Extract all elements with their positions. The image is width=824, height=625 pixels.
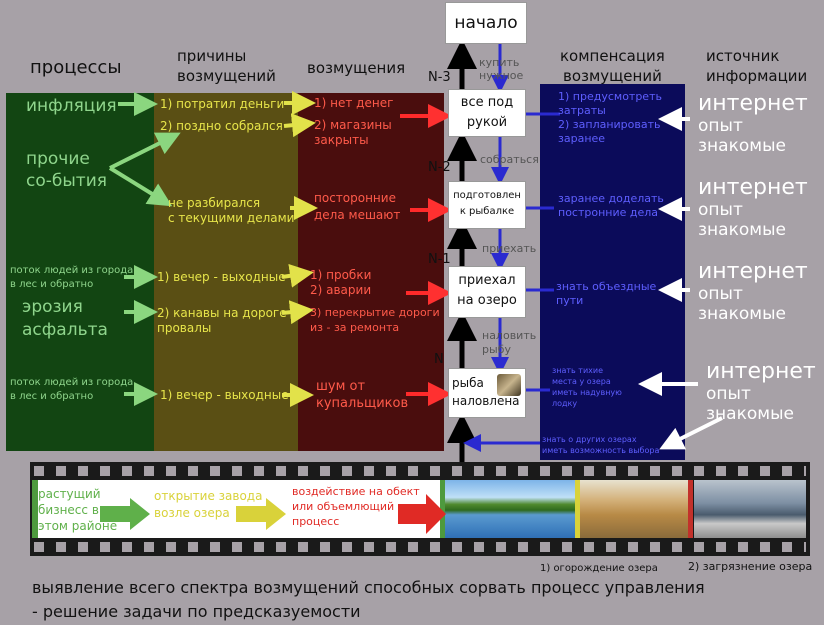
compensation-detours: знать объездные пути (556, 280, 657, 307)
process-erosion: эрозия асфальта (22, 297, 108, 340)
source-internet-1: интернет (698, 91, 808, 116)
disturbances-column (298, 93, 444, 451)
footer-line-2: - решение задачи по предсказуемости (32, 602, 361, 621)
film-frame-pollution (694, 480, 806, 538)
source-1: интернет опыт знакомые (698, 91, 808, 157)
header-disturbances: возмущения (307, 59, 406, 77)
step-start-label: начало (454, 13, 518, 33)
cause-ditches: 2) канавы на дороге провалы (157, 306, 287, 335)
process-other-events: прочие со-бытия (26, 149, 107, 191)
step-ready: подготовлен к рыбалке (448, 181, 526, 229)
processes-column (6, 93, 154, 451)
disturbance-road-closed: 3) перекрытие дороги из - за ремонта (310, 306, 440, 334)
action-buy: купить нужное (479, 56, 524, 82)
disturbance-noise: шум от купальщиков (316, 379, 409, 411)
disturbance-traffic: 1) пробки 2) аварии (310, 268, 372, 297)
compensation-column (540, 84, 685, 460)
disturbance-no-money: 1) нет денег (314, 96, 394, 110)
header-causes: причины возмущений (177, 47, 276, 85)
source-internet-4: интернет (706, 359, 816, 384)
source-internet-3: интернет (698, 259, 808, 284)
step-start: начало (445, 2, 527, 44)
action-get-ready: собраться (480, 153, 539, 166)
process-inflation: инфляция (26, 96, 117, 116)
step-fish-caught-label: рыба наловлена (452, 376, 520, 408)
step-fish-caught: рыба наловлена (448, 368, 526, 418)
compensation-finish-affairs: заранее доделать постронние дела (558, 192, 664, 219)
step-index-n2: N-2 (428, 160, 451, 175)
source-friends-4: опыт знакомые (706, 384, 794, 424)
compensation-quiet-places: знать тихие места у озера иметь надувную… (552, 366, 622, 408)
step-everything-at-hand-label: все под рукой (460, 95, 514, 130)
source-internet-2: интернет (698, 175, 808, 200)
header-compensation: компенсация возмущений (560, 47, 665, 85)
source-2: интернет опыт знакомые (698, 175, 808, 241)
film-frame-fence (580, 480, 693, 538)
action-catch: наловить рыбу (482, 329, 537, 356)
action-drive: приехать (482, 242, 537, 255)
caption-fence: 1) огорождение озера (540, 563, 658, 574)
source-3: интернет опыт знакомые (698, 259, 808, 325)
cause-spent-money: 1) потратил деньги (160, 97, 285, 111)
step-index-n: N (434, 352, 444, 367)
cause-current-affairs: не разбирался с текущими делами (168, 196, 295, 225)
source-friends-1: опыт знакомые (698, 116, 786, 156)
cause-evening-weekend-1: 1) вечер - выходные (157, 270, 286, 284)
disturbance-shops-closed: 2) магазины закрыты (314, 118, 392, 147)
step-index-n3: N-3 (428, 70, 451, 85)
film-frame-lake (440, 480, 580, 538)
footer-line-1: выявление всего спектра возмущений спосо… (32, 578, 705, 597)
source-4: интернет опыт знакомые (706, 359, 816, 425)
compensation-plan: 1) предусмотреть затраты 2) запланироват… (558, 90, 662, 145)
disturbance-other-affairs: посторонние дела мешают (314, 191, 401, 222)
source-friends-2: опыт знакомые (698, 200, 786, 240)
step-arrived-label: приехал на озеро (457, 273, 517, 308)
header-source: источник информации (706, 47, 808, 85)
film-growing-business: растущий бизнесс в этом районе (38, 487, 118, 533)
film-impact: воздействие на обект или объемлющий проц… (292, 485, 420, 528)
fish-photo (497, 374, 521, 396)
step-ready-label: подготовлен к рыбалке (453, 190, 521, 217)
caption-pollution: 2) загрязнение озера (688, 560, 813, 573)
process-people-flow-2: поток людей из города в лес и обратно (10, 377, 134, 402)
film-perforation-bottom (34, 542, 806, 552)
cause-evening-weekend-2: 1) вечер - выходные (160, 388, 289, 402)
step-everything-at-hand: все под рукой (448, 89, 526, 137)
film-perforation-top (34, 466, 806, 476)
film-factory-opening: открытие завода возле озера (154, 489, 263, 520)
step-index-n1: N-1 (428, 252, 451, 267)
header-processes: процессы (30, 57, 122, 78)
step-arrived: приехал на озеро (448, 266, 526, 318)
process-people-flow-1: поток людей из города в лес и обратно (10, 265, 134, 290)
cause-late: 2) поздно собрался (160, 119, 283, 133)
compensation-other-lakes: знать о других озерах иметь возможность … (542, 435, 660, 455)
source-friends-3: опыт знакомые (698, 284, 786, 324)
